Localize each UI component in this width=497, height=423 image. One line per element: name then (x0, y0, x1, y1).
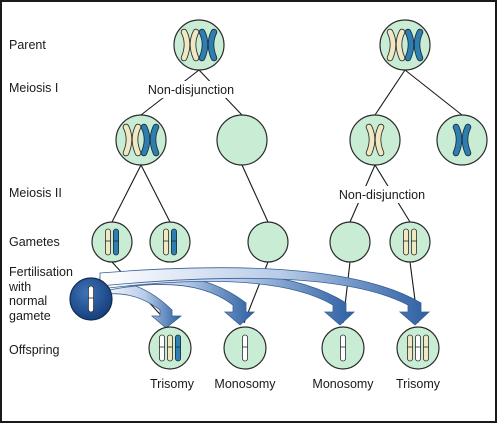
meiosis1-cell-right-a (349, 114, 401, 166)
row-label-fertilisation-4: gamete (9, 309, 51, 323)
row-label-gametes: Gametes (9, 235, 60, 249)
offspring-cell-1 (148, 326, 192, 370)
row-label-fertilisation-2: with (8, 280, 31, 294)
normal-gamete (69, 277, 113, 321)
offspring-cell-4 (396, 326, 440, 370)
result-label-1: Trisomy (150, 377, 195, 391)
offspring-cell-2 (223, 326, 267, 370)
row-label-fertilisation-3: normal (9, 294, 47, 308)
row-labels: Parent Meiosis I Meiosis II Gametes Fert… (8, 38, 73, 357)
normal-gamete-chromosome (88, 285, 94, 313)
left-nondisjunction-label: Non-disjunction (148, 83, 234, 97)
gamete-cell-4 (329, 221, 371, 263)
result-label-3: Monosomy (312, 377, 374, 391)
left-nondisjunction: Non-disjunction (143, 81, 239, 98)
right-nondisjunction-label: Non-disjunction (339, 188, 425, 202)
arrow-to-offspring-4 (99, 267, 431, 326)
result-label-2: Monosomy (214, 377, 276, 391)
gamete-cell-5 (389, 221, 431, 263)
parent-cell-left (173, 19, 225, 71)
offspring-results: Trisomy Monosomy Monosomy Trisomy (150, 377, 441, 391)
parent-cell-right (379, 19, 431, 71)
offspring-cell-3 (321, 326, 365, 370)
meiosis1-cell-left-b (216, 114, 268, 166)
meiosis1-cell-right-b (436, 114, 488, 166)
row-label-parent: Parent (9, 38, 46, 52)
row-label-fertilisation-1: Fertilisation (9, 265, 73, 279)
meiosis1-cell-left-a (115, 114, 167, 166)
row-label-offspring: Offspring (9, 343, 60, 357)
row-label-meiosis-1: Meiosis I (9, 81, 58, 95)
gamete-cell-2 (149, 221, 191, 263)
right-nondisjunction: Non-disjunction (334, 186, 430, 203)
fertilisation-arrows (99, 267, 431, 329)
gamete-cell-3 (247, 221, 289, 263)
row-label-meiosis-2: Meiosis II (9, 186, 62, 200)
gamete-cell-1 (91, 221, 133, 263)
result-label-4: Trisomy (396, 377, 441, 391)
